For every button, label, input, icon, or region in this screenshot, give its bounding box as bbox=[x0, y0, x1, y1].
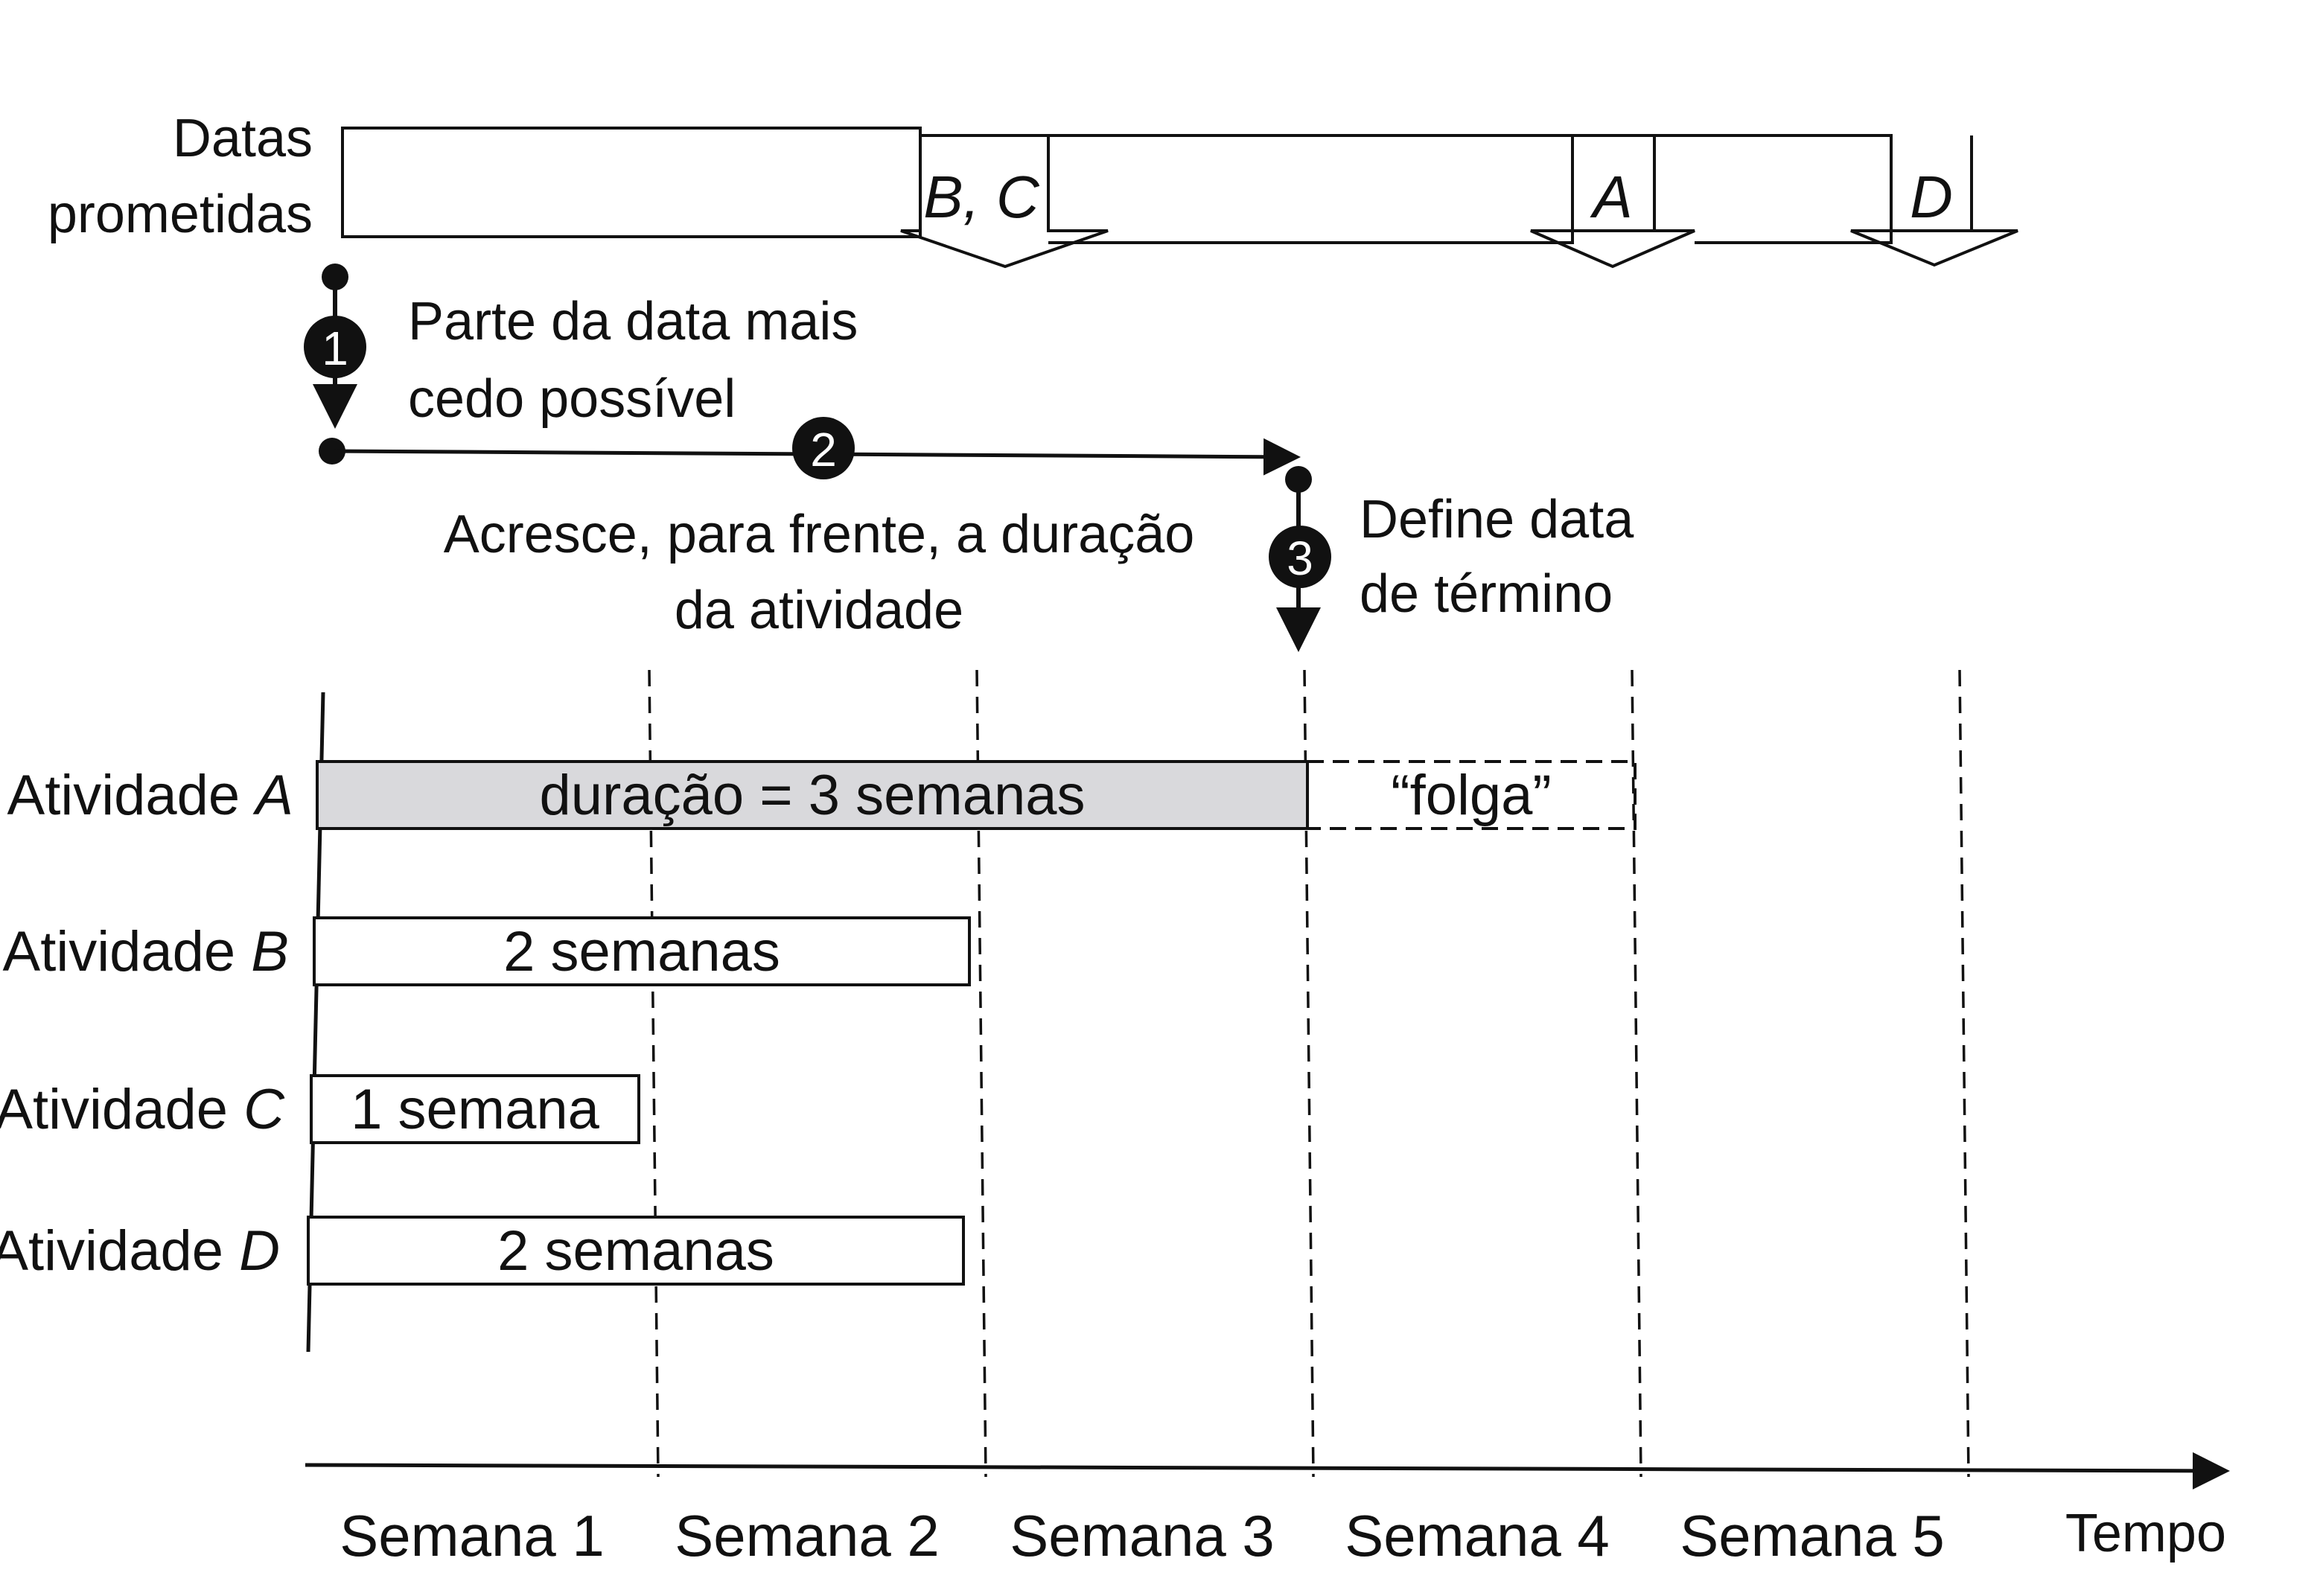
activity-bar-text: 2 semanas bbox=[497, 1219, 774, 1283]
step-3-badge bbox=[1269, 526, 1331, 588]
activity-bar-text: 1 semana bbox=[351, 1078, 599, 1141]
activity-bar-text: 2 semanas bbox=[503, 920, 780, 983]
week-tick-label: Semana 4 bbox=[1345, 1503, 1610, 1568]
promised-dates: Datas prometidas B, C A D bbox=[48, 109, 2018, 269]
step-1-text-line2: cedo possível bbox=[408, 369, 736, 429]
activity-bar-text: duração = 3 semanas bbox=[539, 764, 1085, 827]
week-boundary-line bbox=[1958, 669, 1970, 1478]
promised-marker-a: A bbox=[1590, 164, 1632, 230]
slack-box bbox=[1306, 760, 1637, 830]
step-3: 3 Define data de término bbox=[1269, 466, 1634, 652]
promised-dates-label-line1: Datas bbox=[173, 109, 313, 168]
activity-label-b: Atividade B bbox=[3, 920, 289, 983]
activity-bar-a bbox=[316, 760, 1309, 830]
time-axis: Semana 1 Semana 2 Semana 3 Semana 4 Semana 5… bbox=[305, 1452, 2230, 1568]
week-tick-label: Semana 1 bbox=[340, 1503, 605, 1568]
activity-bar-d bbox=[307, 1216, 965, 1286]
step-1-number: 1 bbox=[322, 322, 348, 375]
step-1: 1 Parte da data mais cedo possível bbox=[304, 264, 858, 465]
step-1-badge bbox=[304, 316, 366, 378]
week-tick-label: Semana 2 bbox=[675, 1503, 940, 1568]
step-2-text-line2: da atividade bbox=[675, 581, 963, 640]
promised-marker-bc: B, C bbox=[923, 164, 1040, 230]
step-3-text-line1: Define data bbox=[1360, 490, 1634, 549]
promised-dates-strip bbox=[341, 127, 1109, 269]
slack-label: “folga” bbox=[1391, 764, 1551, 827]
activity-label-a: Atividade A bbox=[7, 764, 293, 827]
step-2-text-line1: Acresce, para frente, a duração bbox=[444, 505, 1195, 564]
activity-label-c: Atividade C bbox=[0, 1078, 285, 1141]
time-axis-end-label: Tempo bbox=[2065, 1504, 2226, 1563]
activity-bar-b bbox=[313, 916, 971, 986]
promised-dates-label-line2: prometidas bbox=[48, 185, 313, 244]
step-3-text-line2: de término bbox=[1360, 564, 1613, 624]
activity-label-d: Atividade D bbox=[0, 1219, 280, 1283]
step-3-number: 3 bbox=[1287, 532, 1313, 585]
activity-bar-c bbox=[310, 1074, 640, 1144]
promised-marker-d: D bbox=[1910, 164, 1953, 230]
promised-strip-segment-2 bbox=[1048, 134, 1695, 269]
week-tick-label: Semana 5 bbox=[1680, 1503, 1945, 1568]
step-2: 2 Acresce, para frente, a duração da ati… bbox=[331, 417, 1301, 640]
time-axis-line bbox=[305, 1452, 2230, 1490]
step-2-number: 2 bbox=[810, 423, 837, 476]
week-tick-label: Semana 3 bbox=[1010, 1503, 1275, 1568]
step-1-text-line1: Parte da data mais bbox=[408, 292, 858, 351]
step-2-badge bbox=[792, 417, 855, 479]
